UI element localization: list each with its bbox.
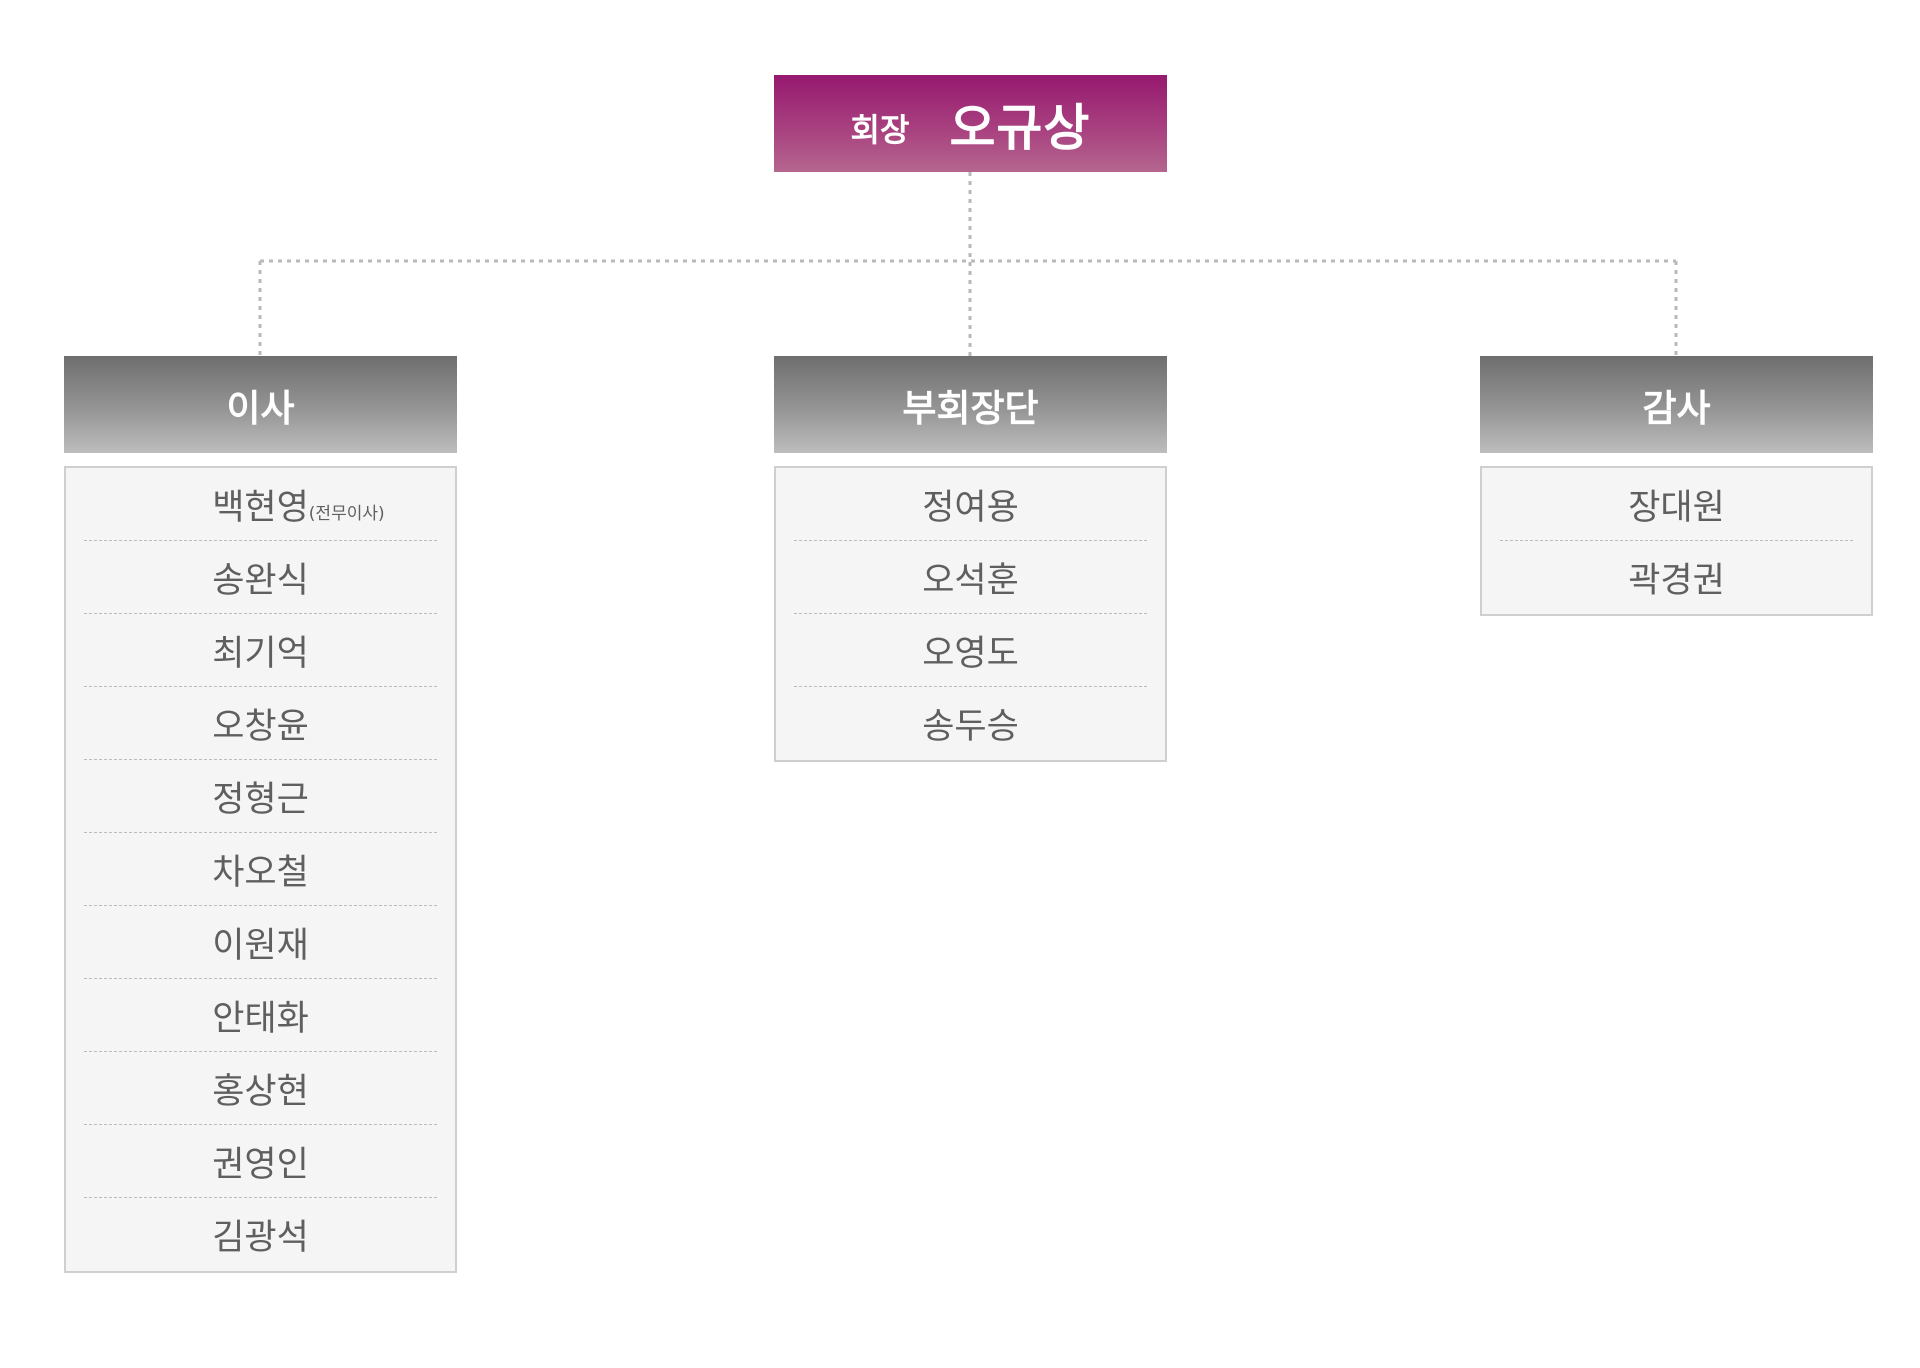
member-name: 송두승 [922, 707, 1019, 747]
group-header-auditors: 감사 [1480, 356, 1873, 453]
group-header-directors: 이사 [64, 356, 457, 453]
group-title-auditors: 감사 [1642, 386, 1711, 430]
group-title-vice-chairmen: 부회장단 [902, 386, 1039, 430]
member-name: 김광석 [212, 1218, 309, 1258]
member-name: 차오철 [212, 852, 309, 893]
member-list-directors: 백현영(전무이사) 송완식 최기억 오창윤 정형근 차오철 이원재 안태화 홍상… [64, 466, 457, 1273]
list-item: 최기억 [84, 614, 437, 687]
member-name: 장대원 [1628, 487, 1725, 528]
list-item: 오창윤 [84, 687, 437, 760]
member-list-auditors: 장대원 곽경권 [1480, 466, 1873, 616]
list-item: 백현영(전무이사) [84, 468, 437, 541]
list-item: 송완식 [84, 541, 437, 614]
list-item: 정형근 [84, 760, 437, 833]
member-name: 오창윤 [212, 706, 309, 747]
list-item: 권영인 [84, 1125, 437, 1198]
member-name: 정형근 [212, 779, 309, 820]
list-item: 차오철 [84, 833, 437, 906]
list-item: 홍상현 [84, 1052, 437, 1125]
list-item: 오영도 [794, 614, 1147, 687]
list-item: 장대원 [1500, 468, 1853, 541]
group-header-vice-chairmen: 부회장단 [774, 356, 1167, 453]
group-title-directors: 이사 [226, 386, 295, 430]
chairman-name: 오규상 [949, 98, 1091, 157]
member-name: 오석훈 [922, 560, 1019, 601]
member-name: 홍상현 [212, 1071, 309, 1112]
member-name: 곽경권 [1628, 561, 1725, 601]
list-item: 정여용 [794, 468, 1147, 541]
list-item: 오석훈 [794, 541, 1147, 614]
member-list-vice-chairmen: 정여용 오석훈 오영도 송두승 [774, 466, 1167, 762]
list-item: 송두승 [794, 687, 1147, 760]
member-name: 백현영 [212, 487, 309, 528]
list-item: 이원재 [84, 906, 437, 979]
member-name: 정여용 [922, 487, 1019, 528]
list-item: 곽경권 [1500, 541, 1853, 614]
member-name: 송완식 [212, 560, 309, 601]
member-name: 권영인 [212, 1144, 309, 1185]
list-item: 김광석 [84, 1198, 437, 1271]
member-name: 최기억 [212, 633, 309, 674]
chairman-title: 회장 [850, 110, 910, 149]
member-name: 안태화 [212, 998, 309, 1039]
chairman-box: 회장 오규상 [774, 75, 1167, 172]
member-name: 오영도 [922, 633, 1019, 674]
member-name: 이원재 [212, 925, 309, 966]
member-note: (전무이사) [308, 503, 385, 524]
list-item: 안태화 [84, 979, 437, 1052]
